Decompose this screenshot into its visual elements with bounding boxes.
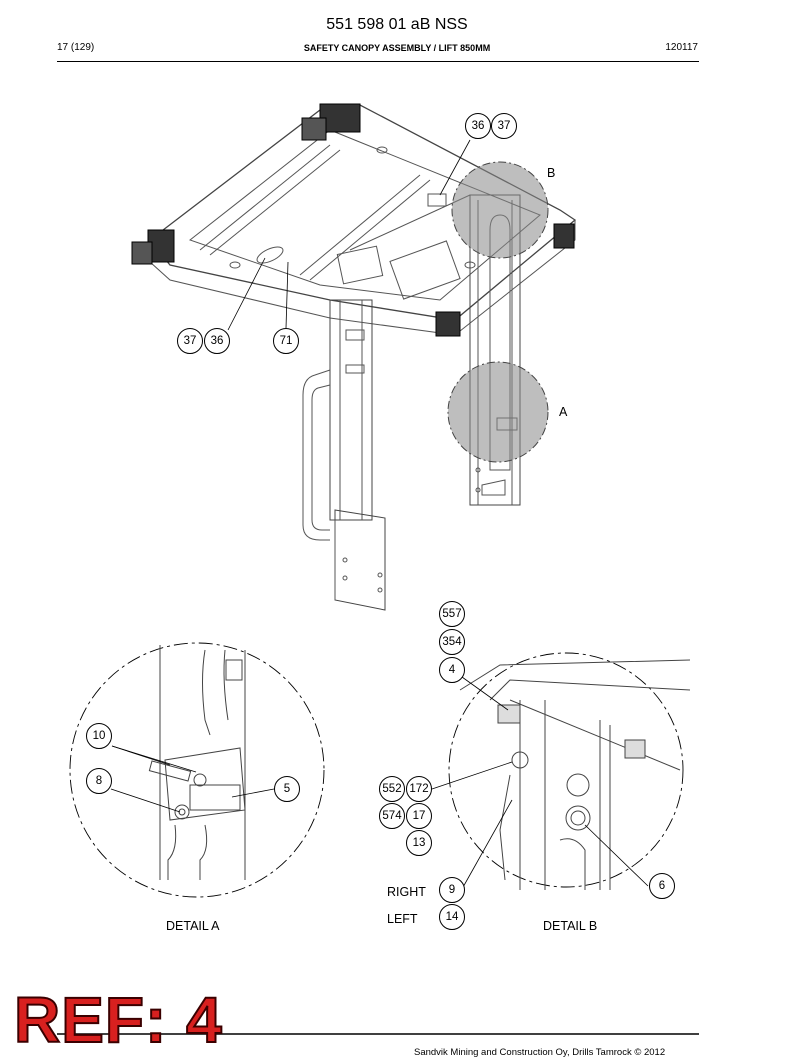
balloon-detail-b-557: 557 [439, 601, 465, 627]
balloon-detail-b-574: 574 [379, 803, 405, 829]
page-number: 17 (129) [57, 42, 95, 53]
balloon-detail-a-8: 8 [86, 768, 112, 794]
balloon-detail-b-13: 13 [406, 830, 432, 856]
balloon-detail-b-14: 14 [439, 904, 465, 930]
balloon-main-37-left: 37 [177, 328, 203, 354]
balloon-detail-b-552: 552 [379, 776, 405, 802]
detail-marker-a: A [559, 405, 568, 419]
document-date: 120117 [665, 42, 698, 53]
header-rule [57, 61, 699, 63]
balloon-detail-a-10: 10 [86, 723, 112, 749]
detail-a-caption: DETAIL A [166, 919, 220, 933]
detail-b-caption: DETAIL B [543, 919, 598, 933]
detail-b-right-label: RIGHT [387, 885, 426, 899]
balloon-main-36-left: 36 [204, 328, 230, 354]
balloon-detail-b-4: 4 [439, 657, 465, 683]
balloon-main-71: 71 [273, 328, 299, 354]
ref-stamp: REF: 4 [13, 984, 223, 1056]
detail-b-left-label: LEFT [387, 912, 418, 926]
detail-marker-b: B [547, 166, 556, 180]
document-number: 551 598 01 aB NSS [326, 16, 468, 33]
balloon-detail-b-354: 354 [439, 629, 465, 655]
balloon-detail-b-6: 6 [649, 873, 675, 899]
balloon-main-36-top: 36 [465, 113, 491, 139]
balloon-detail-a-5: 5 [274, 776, 300, 802]
page-title: SAFETY CANOPY ASSEMBLY / LIFT 850MM [303, 43, 491, 53]
balloon-detail-b-172: 172 [406, 776, 432, 802]
balloon-main-37-top: 37 [491, 113, 517, 139]
balloon-detail-b-17: 17 [406, 803, 432, 829]
balloon-detail-b-9: 9 [439, 877, 465, 903]
